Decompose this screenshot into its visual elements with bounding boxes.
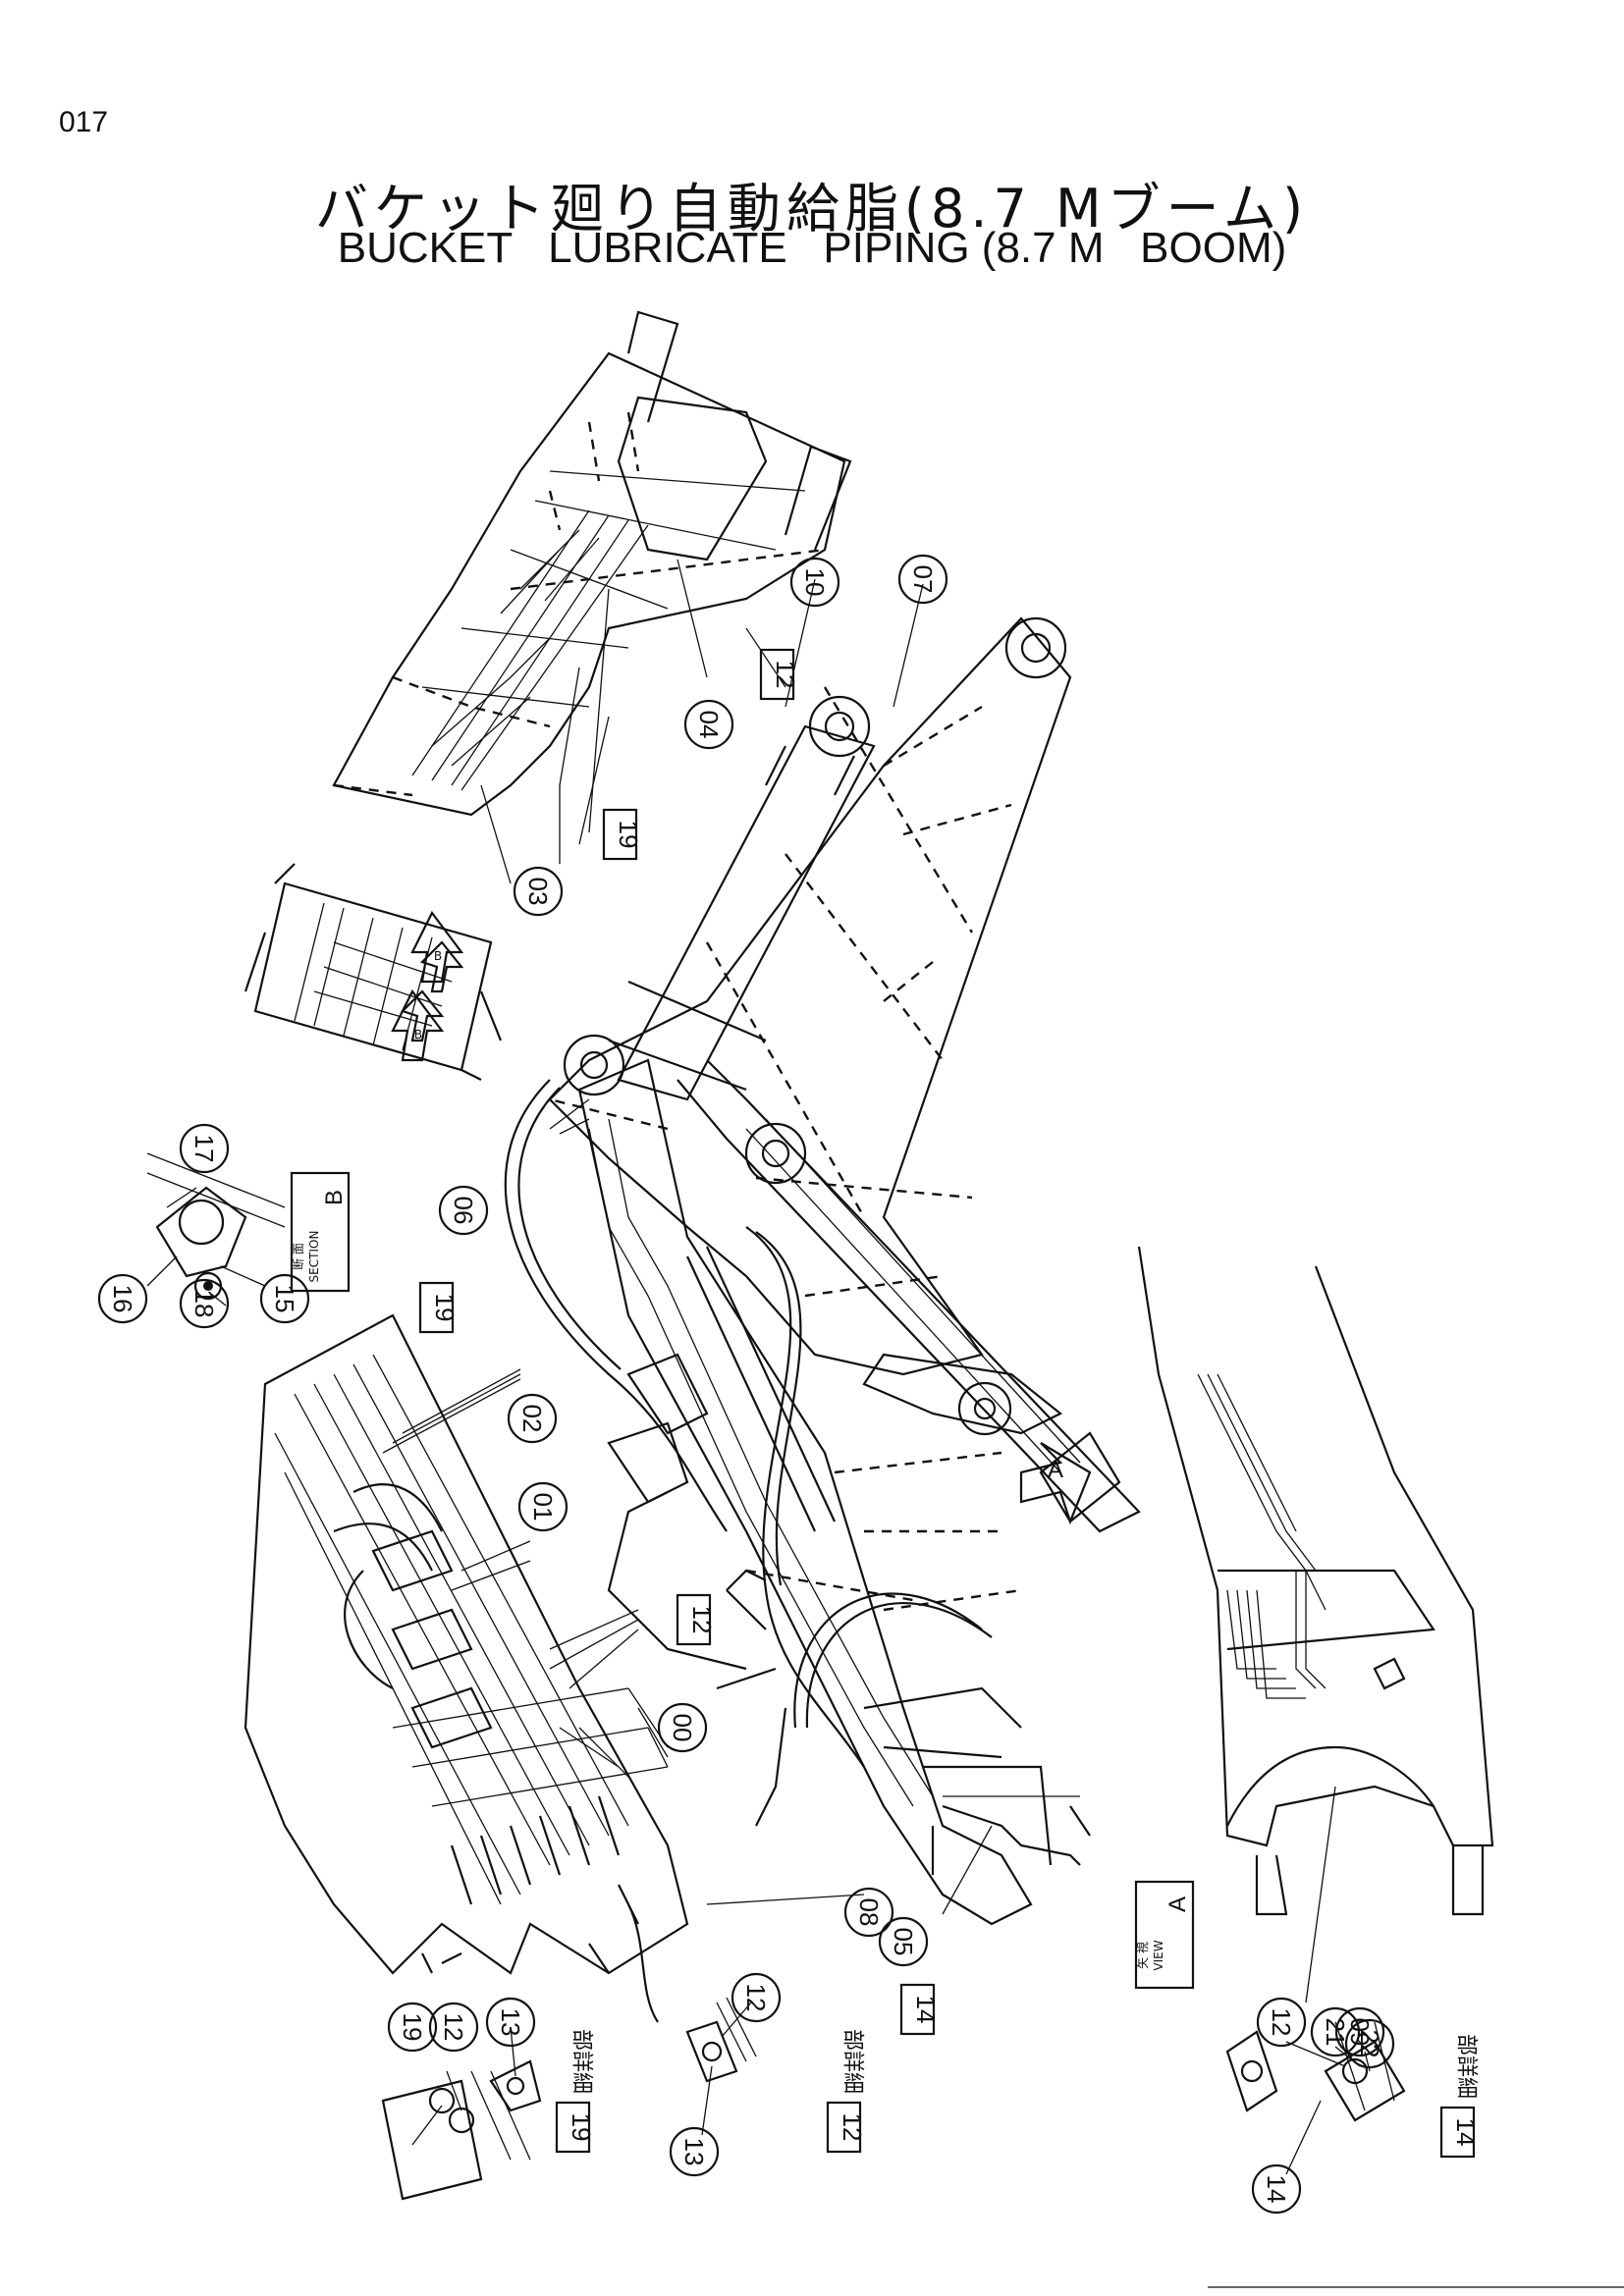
arrow-b-upper: B [410, 910, 464, 984]
callout-number: 18 [189, 1290, 219, 1318]
boom-foot-front-view [1137, 1246, 1494, 1916]
callout-number: 01 [528, 1493, 558, 1522]
arrow-b-lower: B [391, 988, 445, 1062]
callout-12: 12 [1256, 1997, 1307, 2048]
callout-22: 22 [1344, 2018, 1395, 2069]
svg-text:B: B [434, 949, 442, 963]
svg-text:12: 12 [838, 2113, 867, 2142]
svg-text:19: 19 [567, 2113, 596, 2142]
view-a-label: 矢 視 VIEW A [1134, 1880, 1195, 1990]
callout-number: 07 [908, 565, 938, 594]
callout-12: 12 [428, 2002, 479, 2053]
callout-number: 02 [517, 1405, 547, 1433]
callout-number: 14 [1262, 2175, 1291, 2204]
svg-text:12: 12 [771, 661, 800, 689]
callout-06: 06 [438, 1185, 489, 1236]
detail-caption-19: 19 部詳細 [555, 2029, 596, 2154]
arm-structure [577, 1058, 1033, 1926]
callout-number: 16 [108, 1285, 137, 1313]
arrow-a: A [1019, 1442, 1092, 1525]
callout-number: 06 [449, 1197, 478, 1225]
section-b-clamp-detail [146, 1152, 286, 1301]
page-number: 017 [59, 106, 109, 138]
manifold-detail [244, 1313, 689, 2023]
callout-number: 04 [694, 711, 724, 739]
callout-01: 01 [517, 1481, 568, 1532]
callout-16: 16 [97, 1273, 148, 1324]
boxed-ref-19-manifold: 19 [418, 1281, 460, 1334]
callout-15: 15 [259, 1273, 310, 1324]
svg-text:12: 12 [687, 1606, 717, 1634]
svg-text:19: 19 [614, 821, 643, 849]
callout-number: 17 [189, 1135, 219, 1163]
callout-18: 18 [179, 1278, 230, 1329]
title-english: BUCKET LUBRICATE PIPING (8.7 M BOOM) [337, 224, 1287, 272]
title-japanese: バケット廻り自動給脂(8.7 Mブーム) [314, 178, 1310, 240]
main-boom [548, 616, 1072, 1436]
svg-text:SECTION: SECTION [307, 1231, 321, 1283]
svg-text:部詳細: 部詳細 [1454, 2034, 1479, 2099]
callout-number: 13 [496, 2008, 525, 2037]
leader-lines [146, 559, 1371, 2175]
svg-text:14: 14 [911, 1996, 941, 2024]
lube-hoses [504, 1079, 993, 1827]
section-b-crosssection [244, 863, 503, 1081]
callout-number: 12 [1267, 2008, 1296, 2037]
svg-text:部詳細: 部詳細 [840, 2029, 865, 2094]
svg-text:部詳細: 部詳細 [569, 2029, 594, 2094]
svg-text:断 面: 断 面 [291, 1243, 305, 1270]
boxed-ref-12-top: 12 [759, 648, 800, 701]
callout-number: 03 [523, 878, 553, 906]
callout-number: 00 [668, 1714, 697, 1742]
callout-05: 05 [878, 1916, 929, 1967]
boxed-ref-19-top: 19 [602, 808, 643, 861]
callout-number: 05 [889, 1928, 918, 1956]
svg-text:19: 19 [430, 1294, 460, 1322]
callout-number: 08 [854, 1898, 884, 1927]
callout-number: 12 [741, 1984, 771, 2012]
boom-cylinder [563, 695, 1141, 1533]
svg-text:B: B [414, 1028, 422, 1041]
callout-number: 21 [1321, 2018, 1350, 2047]
callout-07: 07 [897, 554, 948, 605]
callout-13: 13 [669, 2126, 720, 2177]
callout-number: 13 [679, 2138, 709, 2166]
callout-02: 02 [507, 1393, 558, 1444]
callout-03: 03 [513, 866, 564, 917]
svg-text:矢 視: 矢 視 [1135, 1942, 1150, 1969]
callout-00: 00 [657, 1702, 708, 1753]
callout-number: 12 [439, 2013, 468, 2042]
detail-12 [685, 1997, 757, 2083]
callout-04: 04 [683, 699, 734, 750]
callout-number: 22 [1355, 2030, 1384, 2058]
svg-text:VIEW: VIEW [1152, 1940, 1165, 1970]
detail-caption-14: 14 部詳細 [1439, 2034, 1481, 2159]
callout-14: 14 [1251, 2163, 1302, 2215]
svg-text:14: 14 [1451, 2118, 1481, 2147]
callout-number: 19 [398, 2013, 427, 2042]
callout-13: 13 [485, 1997, 536, 2048]
view-a-detail [923, 1765, 1091, 1875]
section-b-label: 断 面 SECTION B [290, 1171, 351, 1293]
detail-14 [1225, 2021, 1406, 2122]
boxed-ref-14-viewa: 14 [899, 1983, 941, 2036]
detail-19 [381, 2059, 542, 2201]
callout-08: 08 [843, 1887, 894, 1938]
svg-text:A: A [1164, 1896, 1191, 1912]
boxed-ref-12-manifold: 12 [676, 1593, 717, 1646]
callout-12: 12 [731, 1972, 782, 2023]
callout-number: 10 [800, 568, 830, 597]
svg-text:B: B [321, 1190, 348, 1205]
callout-10: 10 [789, 557, 840, 608]
callout-19: 19 [387, 2002, 438, 2053]
callout-21: 21 [1310, 2006, 1361, 2057]
callout-17: 17 [179, 1123, 230, 1174]
callout-number: 15 [270, 1285, 299, 1313]
svg-text:A: A [1048, 1457, 1063, 1483]
boom-head-detail [332, 310, 852, 817]
detail-caption-12: 12 部詳細 [826, 2029, 867, 2154]
